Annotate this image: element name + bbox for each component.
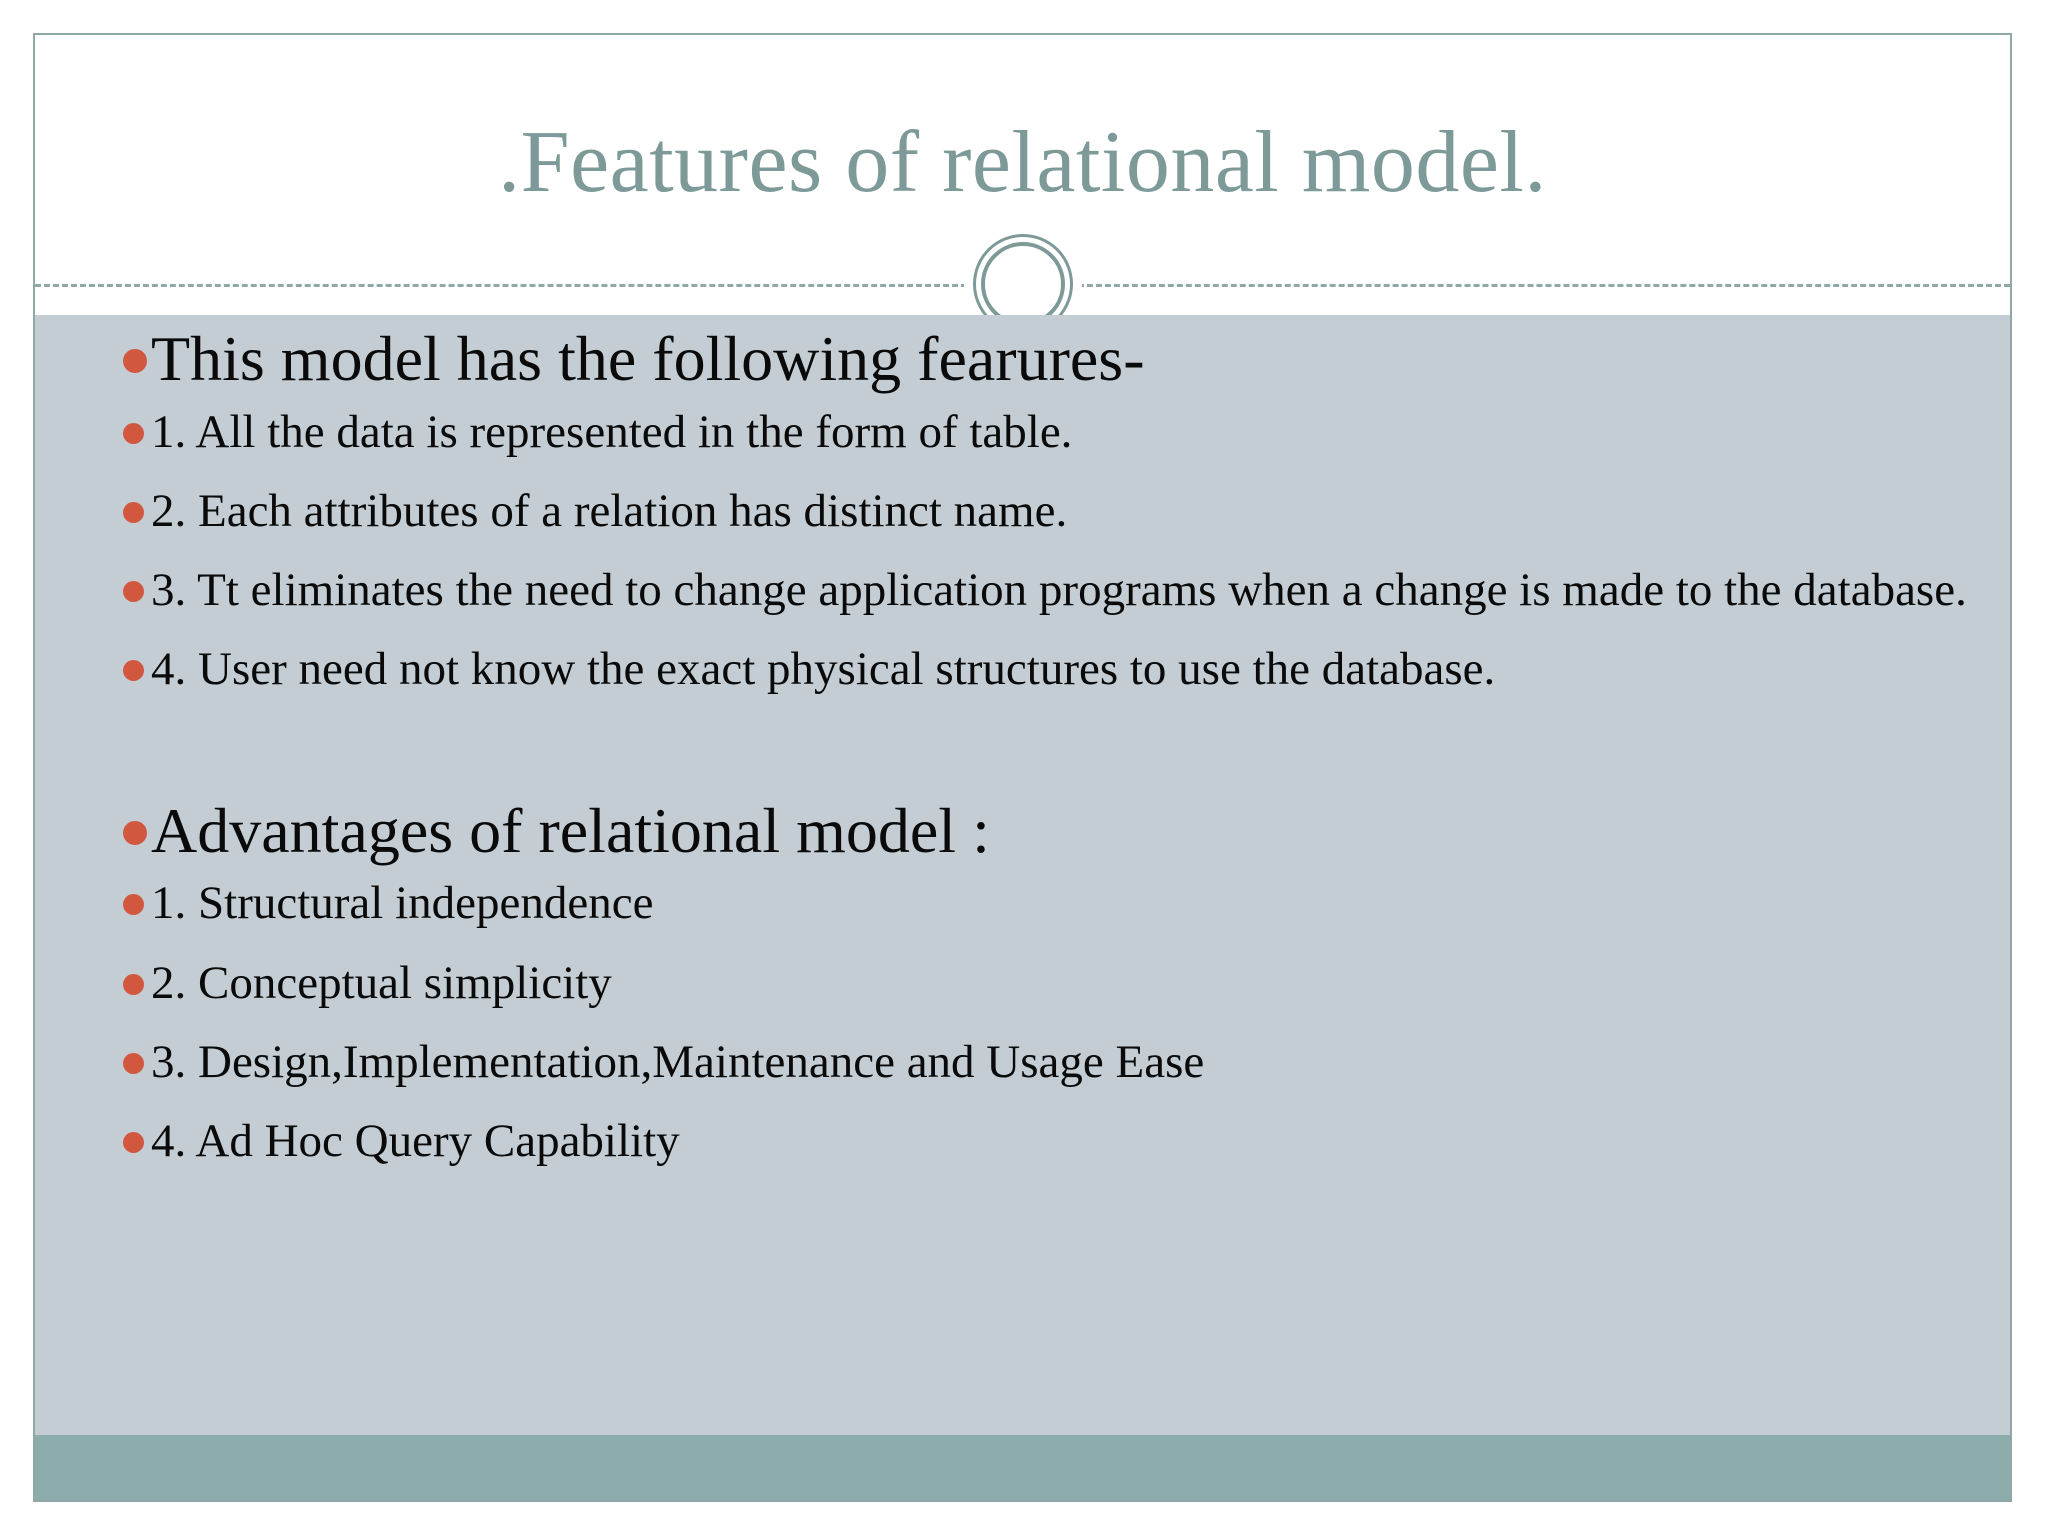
bullet-dot-icon — [123, 659, 144, 681]
advantage-1-text: 1. Structural independence — [151, 877, 654, 930]
list-item-advantage-2: 2. Conceptual simplicity — [69, 952, 2000, 1014]
circle-inner-ring — [980, 242, 1065, 326]
list-item-advantage-1: 1. Structural independence — [69, 872, 2000, 934]
list-item-feature-2: 2. Each attributes of a relation has dis… — [69, 480, 2000, 542]
advantage-4-text: 4. Ad Hoc Query Capability — [151, 1114, 680, 1167]
feature-2-text: 2. Each attributes of a relation has dis… — [151, 484, 1068, 537]
feature-3-text: 3. Tt eliminates the need to change appl… — [151, 563, 1967, 616]
bullet-dot-icon — [123, 501, 144, 523]
list-item-features-heading: This model has the following fearures- — [69, 323, 2000, 395]
list-item-feature-4: 4. User need not know the exact physical… — [69, 638, 2000, 700]
bullet-dot-icon — [123, 820, 147, 845]
bullet-dot-icon — [123, 1052, 144, 1074]
feature-1-text: 1. All the data is represented in the fo… — [151, 405, 1073, 458]
slide-title: .Features of relational model. — [498, 114, 1547, 211]
slide-bullet-list: This model has the following fearures- 1… — [69, 323, 2000, 1189]
advantage-2-text: 2. Conceptual simplicity — [151, 956, 612, 1009]
advantage-3-text: 3. Design,Implementation,Maintenance and… — [151, 1035, 1205, 1088]
feature-4-text: 4. User need not know the exact physical… — [151, 642, 1496, 695]
slide-frame: .Features of relational model. This mode… — [33, 33, 2012, 1502]
list-item-advantage-3: 3. Design,Implementation,Maintenance and… — [69, 1031, 2000, 1093]
bullet-dot-icon — [123, 894, 144, 916]
bullet-dot-icon — [123, 973, 144, 995]
bullet-dot-icon — [123, 349, 147, 373]
bullet-dot-icon — [123, 422, 144, 444]
slide-body-area: This model has the following fearures- 1… — [35, 315, 2010, 1435]
list-item-advantages-heading: Advantages of relational model : — [69, 795, 2000, 867]
list-item-feature-3: 3. Tt eliminates the need to change appl… — [69, 559, 2000, 621]
bullet-dot-icon — [123, 1131, 144, 1153]
slide-footer-bar — [35, 1435, 2010, 1500]
list-item-advantage-4: 4. Ad Hoc Query Capability — [69, 1110, 2000, 1172]
list-item-feature-1: 1. All the data is represented in the fo… — [69, 401, 2000, 463]
advantages-heading-text: Advantages of relational model : — [151, 794, 990, 866]
list-spacer — [69, 717, 2000, 795]
slide-title-area: .Features of relational model. — [35, 35, 2010, 343]
bullet-dot-icon — [123, 580, 144, 602]
features-heading-text: This model has the following fearures- — [151, 323, 1145, 394]
